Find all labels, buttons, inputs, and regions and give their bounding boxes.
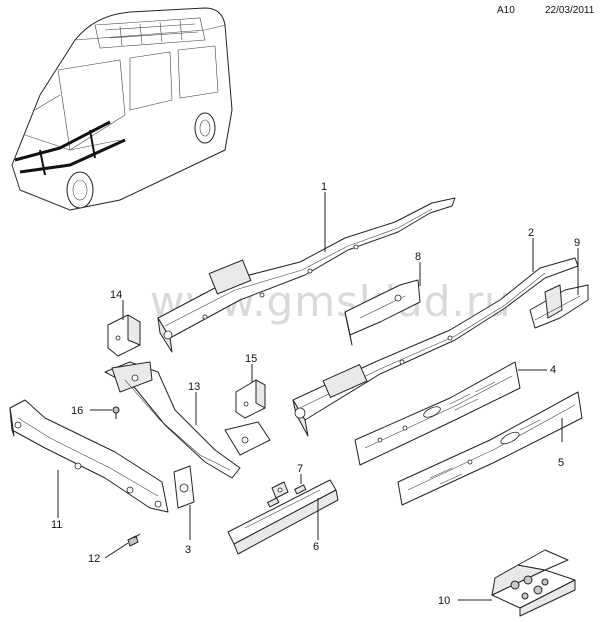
part-15-bracket (235, 379, 266, 419)
label-part-10: 10 (438, 595, 450, 607)
diagram-ref: A10 (497, 5, 515, 16)
part-4-sill-panel (354, 361, 521, 466)
part-13-frame-extension (104, 361, 271, 479)
label-part-9: 9 (574, 237, 580, 249)
part-5-sill-panel (397, 391, 583, 506)
diagram-date: 22/03/2011 (545, 5, 595, 16)
part-1-side-member (157, 197, 456, 353)
label-part-3: 3 (185, 544, 191, 556)
part-14-bracket (107, 314, 141, 357)
label-part-14: 14 (110, 289, 122, 301)
label-part-13: 13 (188, 381, 200, 393)
part-7-clip (271, 481, 289, 499)
part-3-plate (173, 465, 195, 509)
leader-lines (57, 192, 579, 601)
label-part-4: 4 (550, 364, 556, 376)
part-10-hardware-kit (491, 549, 576, 617)
part-16-bolt (112, 406, 120, 419)
label-part-6: 6 (313, 541, 319, 553)
van-illustration (11, 7, 233, 211)
label-part-1: 1 (321, 181, 327, 193)
part-12-bolt (127, 533, 141, 547)
part-8-bracket (344, 279, 421, 346)
label-part-11: 11 (51, 519, 62, 531)
label-part-2: 2 (528, 227, 534, 239)
label-part-7: 7 (297, 463, 303, 475)
part-6-floor-rail (227, 479, 339, 555)
part-11-front-crossmember (9, 399, 169, 513)
part-9-bracket (529, 284, 589, 329)
label-part-8: 8 (415, 251, 421, 263)
label-part-16: 16 (71, 405, 83, 417)
label-part-12: 12 (88, 553, 100, 565)
label-part-5: 5 (558, 457, 564, 469)
label-part-15: 15 (245, 353, 257, 365)
callout-labels: 1 2 3 4 5 6 7 8 9 10 11 12 13 14 15 16 (51, 181, 580, 607)
